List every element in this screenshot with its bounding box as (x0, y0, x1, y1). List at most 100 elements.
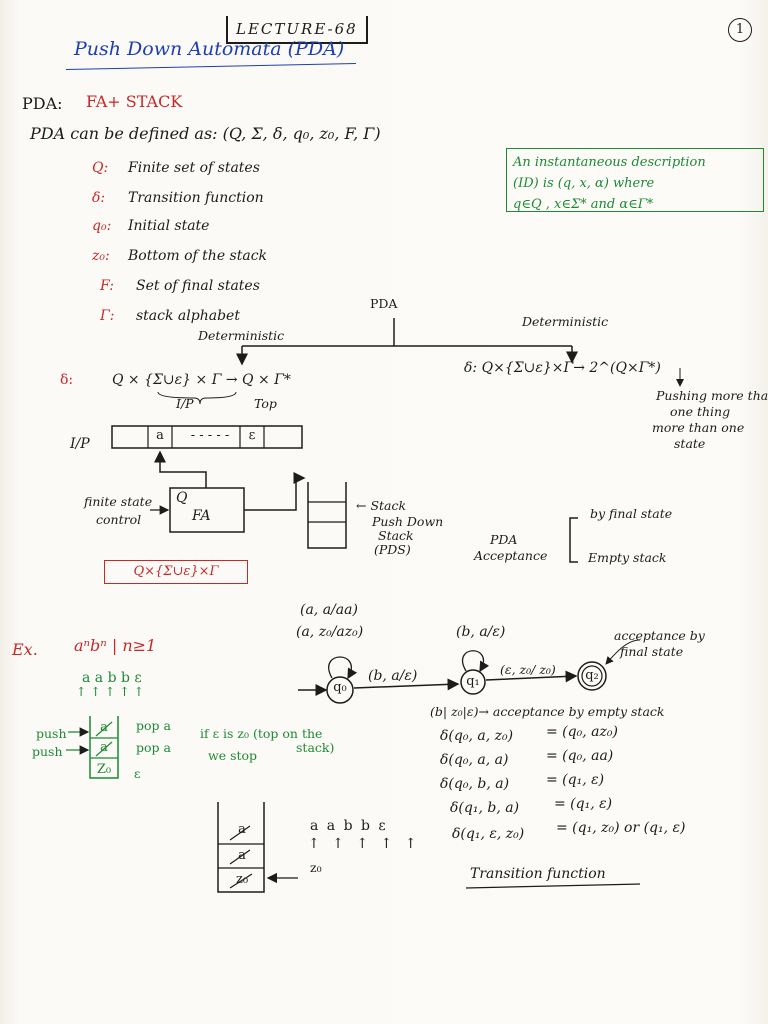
def-meaning: stack alphabet (136, 308, 240, 324)
state-q1-label: q₁ (466, 674, 480, 689)
example-label: Ex. (12, 640, 38, 659)
ip-label: I/P (176, 396, 194, 411)
loop-label-q1: (b, a/ε) (456, 624, 506, 640)
pop-label: pop a (136, 718, 171, 733)
delta-left-formula: Q × {Σ∪ε} × Γ → Q × Γ* (112, 372, 291, 388)
bottom-arrows: ↑ ↑ ↑ ↑ ↑ (308, 836, 421, 852)
delta-note: more than one (652, 420, 745, 435)
transition-caption: Transition function (470, 866, 606, 882)
edge-q0-q1 (353, 678, 460, 691)
transition-lhs: δ(q₀, b, a) (440, 776, 510, 792)
id-line: q∈Q , x∈Σ* and α∈Γ* (513, 197, 654, 212)
instantaneous-description-box: An instantaneous description (ID) is (q,… (506, 148, 764, 212)
push-label: push (36, 726, 67, 741)
acceptance-final: by final state (590, 506, 673, 521)
fa-q-label: Q (176, 490, 188, 506)
state-q2 (577, 661, 607, 691)
tape-dots: - - - - - (190, 428, 230, 443)
epsilon-mark: ε (134, 766, 141, 781)
transition-lhs: δ(q₀, a, a) (440, 752, 509, 768)
control-label: control (96, 512, 142, 527)
bottom-stack-a: a (238, 822, 246, 837)
state-q2-label: q₂ (585, 668, 599, 683)
def-symbol: q₀: (92, 218, 112, 234)
final-note-arrow (605, 639, 641, 665)
def-meaning: Bottom of the stack (128, 248, 268, 264)
example-stack (89, 716, 119, 779)
stack-item-z0: Z₀ (96, 762, 112, 777)
pda-definition: PDA can be defined as: (Q, Σ, δ, q₀, z₀,… (30, 124, 381, 143)
tree-left-label: Deterministic (198, 328, 285, 343)
stack-item-a: a (100, 740, 108, 755)
id-line: An instantaneous description (513, 155, 706, 170)
acceptance-label: Acceptance (474, 548, 548, 563)
def-meaning: Initial state (128, 218, 210, 234)
transition-lhs: δ(q₁, ε, z₀) (452, 826, 525, 842)
underbrace (157, 391, 237, 405)
def-meaning: Transition function (128, 190, 264, 206)
stack-label: (PDS) (374, 542, 411, 557)
push-label: push (32, 744, 63, 759)
state-q0 (326, 676, 354, 704)
bottom-string: a a b b ε (310, 818, 388, 834)
stop-note: stack) (296, 740, 335, 755)
page-title: Push Down Automata (PDA) (74, 38, 345, 60)
stack-link (244, 472, 306, 511)
transition-lhs: δ(q₀, a, z₀) (440, 728, 514, 744)
pda-value: FA+ STACK (86, 92, 183, 111)
edge-q1-q2 (485, 670, 578, 683)
stack-label: Stack (378, 528, 414, 543)
stop-note: we stop (208, 748, 258, 763)
head-arrow (154, 450, 207, 488)
bottom-z0-label: z₀ (310, 860, 322, 875)
delta-label: δ: (60, 372, 74, 388)
fa-label: FA (192, 508, 211, 524)
pop-label: pop a (136, 740, 171, 755)
loop-q0 (328, 656, 358, 680)
delta-note: one thing (670, 404, 731, 419)
tree-right-label: Deterministic (522, 314, 609, 329)
acceptance-empty: Empty stack (588, 550, 667, 565)
def-meaning: Finite set of states (128, 160, 260, 176)
acceptance-label: PDA (490, 532, 518, 547)
edge-label-q0-q1: (b, a/ε) (368, 668, 418, 684)
fa-box (169, 487, 245, 533)
def-symbol: Γ: (100, 308, 115, 324)
transition-rhs: = (q₁, ε) (546, 772, 605, 788)
input-label: I/P (70, 436, 90, 452)
tape-cell-epsilon: ε (248, 428, 256, 443)
transition-rhs: = (q₁, ε) (554, 796, 613, 812)
stop-note: if ε is z₀ (top on the (200, 726, 323, 741)
pda-label: PDA: (22, 94, 63, 113)
final-note: final state (620, 644, 684, 659)
stack-label: ← Stack (356, 498, 407, 513)
def-symbol: F: (100, 278, 114, 294)
transition-rhs: = (q₁, z₀) or (q₁, ε) (556, 820, 686, 836)
delta-note: Pushing more than (656, 388, 768, 403)
loop-label-q0: (a, a/aa) (300, 602, 358, 618)
stack-label: Push Down (372, 514, 444, 529)
push-down-stack (307, 482, 347, 549)
example-input: a a b b ε (82, 670, 142, 686)
delta-right-formula: δ: Q×{Σ∪ε}×Γ→ 2^(Q×Γ*) (464, 360, 661, 376)
page-number: 1 (728, 18, 752, 42)
example-arrows: ↑ ↑ ↑ ↑ ↑ (76, 684, 145, 699)
input-tape (111, 425, 303, 449)
top-label: Top (254, 396, 277, 411)
empty-stack-note: (b| z₀|ε)→ acceptance by empty stack (430, 704, 665, 719)
loop-q1 (462, 650, 490, 673)
delta-note: state (674, 436, 706, 451)
bottom-stack-z0: z₀ (235, 872, 249, 887)
example-language: aⁿbⁿ | n≥1 (74, 636, 157, 655)
loop-label-q0: (a, z₀/az₀) (296, 624, 364, 640)
transition-rhs: = (q₀, aa) (546, 748, 614, 764)
def-symbol: δ: (92, 190, 106, 206)
def-symbol: Q: (92, 160, 109, 176)
final-note: acceptance by (614, 628, 705, 643)
control-label: finite state (84, 494, 153, 509)
id-line: (ID) is (q, x, α) where (513, 176, 655, 191)
acceptance-bracket (569, 517, 578, 563)
stack-item-a: a (100, 720, 108, 735)
